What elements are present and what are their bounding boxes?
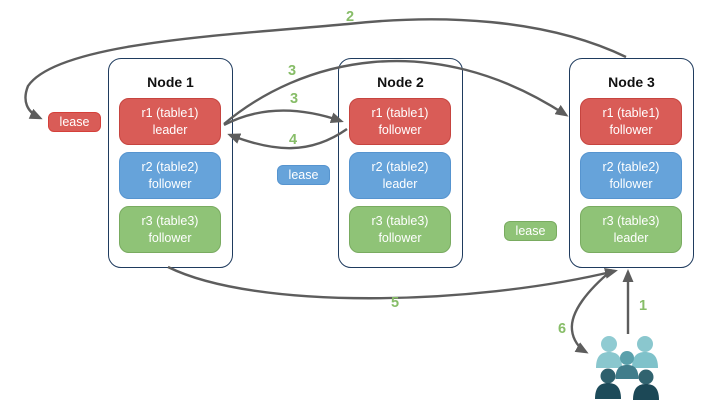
lease-badge-red: lease bbox=[48, 112, 101, 132]
replica-node1-r1: r1 (table1) leader bbox=[119, 98, 221, 145]
replica-node2-r3: r3 (table3) follower bbox=[349, 206, 451, 253]
replica-role: follower bbox=[609, 122, 653, 137]
replica-node3-r3: r3 (table3) leader bbox=[580, 206, 682, 253]
replica-role: follower bbox=[148, 230, 192, 245]
replica-name: r2 (table2) bbox=[141, 160, 199, 174]
replica-role: follower bbox=[378, 230, 422, 245]
replica-node2-r1: r1 (table1) follower bbox=[349, 98, 451, 145]
arrow-step-3-to-node2 bbox=[223, 109, 344, 127]
replica-node3-r2: r2 (table2) follower bbox=[580, 152, 682, 199]
lease-badge-blue: lease bbox=[277, 165, 330, 185]
node-1-box: Node 1 r1 (table1) leader r2 (table2) fo… bbox=[108, 58, 233, 268]
step-label-3a: 3 bbox=[287, 63, 297, 79]
arrow-step-5 bbox=[167, 265, 618, 300]
step-label-6: 6 bbox=[557, 321, 567, 337]
node-3-title: Node 3 bbox=[608, 74, 655, 90]
step-label-5: 5 bbox=[390, 295, 400, 311]
replica-name: r3 (table3) bbox=[371, 214, 429, 228]
replica-name: r1 (table1) bbox=[141, 106, 199, 120]
replica-name: r1 (table1) bbox=[602, 106, 660, 120]
replica-role: follower bbox=[148, 176, 192, 191]
replica-name: r1 (table1) bbox=[371, 106, 429, 120]
replica-node1-r3: r3 (table3) follower bbox=[119, 206, 221, 253]
replica-role: follower bbox=[609, 176, 653, 191]
step-label-2: 2 bbox=[345, 9, 355, 25]
replica-node2-r2: r2 (table2) leader bbox=[349, 152, 451, 199]
replica-name: r2 (table2) bbox=[371, 160, 429, 174]
replica-name: r2 (table2) bbox=[602, 160, 660, 174]
node-3-box: Node 3 r1 (table1) follower r2 (table2) … bbox=[569, 58, 694, 268]
replica-role: leader bbox=[382, 176, 418, 191]
replica-name: r3 (table3) bbox=[602, 214, 660, 228]
users-group-icon bbox=[595, 336, 659, 400]
replica-node1-r2: r2 (table2) follower bbox=[119, 152, 221, 199]
replica-role: follower bbox=[378, 122, 422, 137]
node-2-box: Node 2 r1 (table1) follower r2 (table2) … bbox=[338, 58, 463, 268]
step-label-4: 4 bbox=[288, 132, 298, 148]
replica-role: leader bbox=[613, 230, 649, 245]
arrow-step-6 bbox=[570, 269, 613, 354]
replica-node3-r1: r1 (table1) follower bbox=[580, 98, 682, 145]
lease-badge-green: lease bbox=[504, 221, 557, 241]
replica-name: r3 (table3) bbox=[141, 214, 199, 228]
node-2-title: Node 2 bbox=[377, 74, 424, 90]
step-label-3b: 3 bbox=[289, 91, 299, 107]
node-1-title: Node 1 bbox=[147, 74, 194, 90]
replica-role: leader bbox=[152, 122, 188, 137]
step-label-1: 1 bbox=[638, 298, 648, 314]
